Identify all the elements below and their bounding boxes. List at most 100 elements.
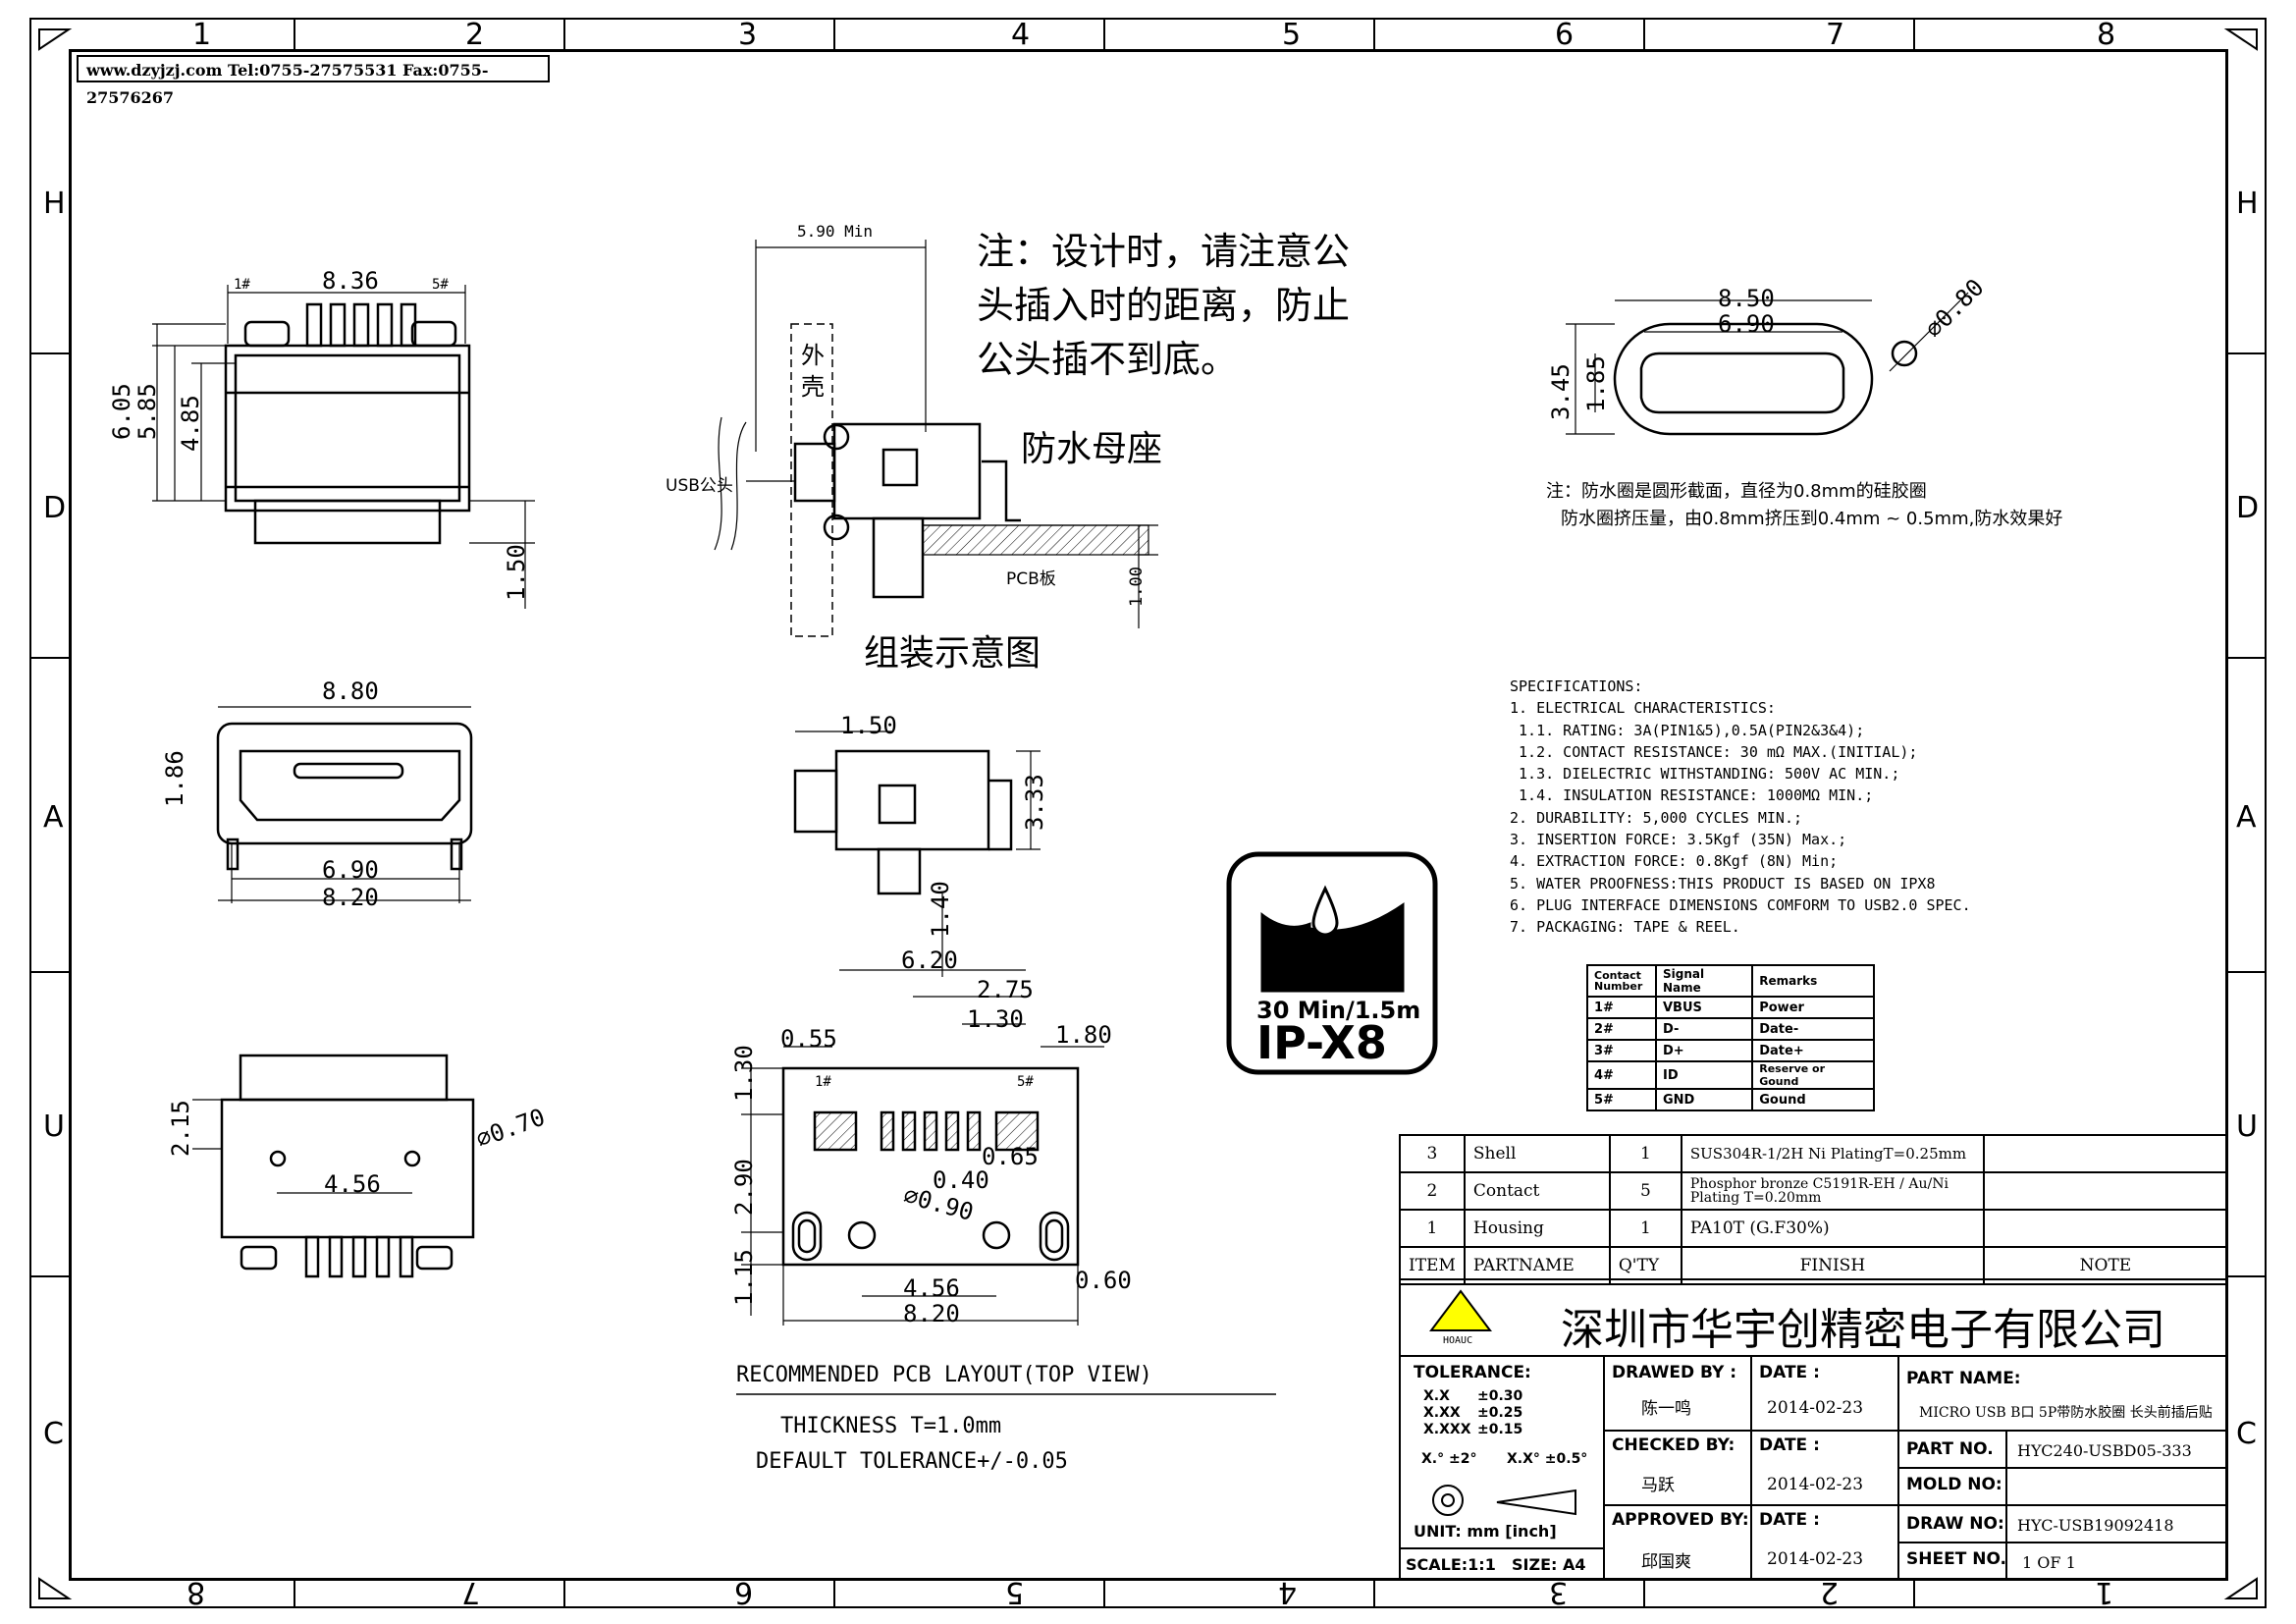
approved-by-value: 邱国爽 <box>1641 1552 1691 1572</box>
table-row: 3#D+Date+ <box>1586 1039 1875 1062</box>
pcb-pin5-label: 5# <box>1017 1074 1034 1090</box>
draw-no-label: DRAW NO: <box>1906 1514 2004 1534</box>
dim-height-5-85: 5.85 <box>133 383 161 440</box>
dim-height-1-50: 1.50 <box>503 544 530 601</box>
zone-label-bottom-4: 4 <box>1278 1575 1298 1609</box>
waterproof-socket-label: 防水母座 <box>1021 429 1163 469</box>
signal-cell: VBUS <box>1654 996 1754 1019</box>
corner-mark-tl <box>38 28 73 51</box>
signal-cell: 3# <box>1586 1039 1657 1062</box>
tolerance-column <box>1399 1357 1605 1581</box>
zone-label-top-2: 2 <box>465 18 485 52</box>
bom-cell: PA10T (G.F30%) <box>1680 1209 1985 1248</box>
divider <box>1899 1467 2228 1469</box>
bom-cell: Phosphor bronze C5191R-EH / Au/Ni Platin… <box>1680 1171 1985 1211</box>
dim-height-6-05: 6.05 <box>108 383 135 440</box>
spec-line: 1.2. CONTACT RESISTANCE: 30 mΩ MAX.(INIT… <box>1510 742 1918 761</box>
unit-label: UNIT: mm [inch] <box>1414 1522 1557 1541</box>
dim-side-1-40: 1.40 <box>927 881 954 938</box>
dim-5-90-min: 5.90 Min <box>797 222 874 241</box>
connector-front-view <box>152 285 535 609</box>
dim-pcb-0-65: 0.65 <box>982 1143 1039 1170</box>
dim-face-6-90: 6.90 <box>322 856 379 884</box>
zone-label-top-8: 8 <box>2097 18 2116 52</box>
dim-pcb-8-20: 8.20 <box>903 1300 960 1327</box>
tol-key: X.XX <box>1423 1405 1461 1421</box>
shell-label-1: 外 <box>801 342 825 369</box>
connector-bottom-view <box>192 1054 475 1278</box>
spec-line: 2. DURABILITY: 5,000 CYCLES MIN.; <box>1510 808 1803 827</box>
zone-label-top-1: 1 <box>192 18 212 52</box>
bom-cell: Contact <box>1463 1171 1611 1211</box>
pin1-label: 1# <box>234 277 250 293</box>
specifications-block: SPECIFICATIONS:1. ELECTRICAL CHARACTERIS… <box>1510 676 1971 939</box>
dim-side-1-50: 1.50 <box>840 712 897 739</box>
bom-cell: Housing <box>1463 1209 1611 1248</box>
mold-no-label: MOLD NO: <box>1906 1475 2002 1494</box>
zone-label-bottom-5: 5 <box>1005 1575 1025 1609</box>
signal-cell: Date+ <box>1751 1039 1875 1062</box>
usb-male-label: USB公头 <box>666 476 733 496</box>
company-logo <box>1421 1286 1500 1335</box>
bom-cell: 1 <box>1608 1134 1682 1173</box>
bom-cell <box>1982 1171 2229 1211</box>
zone-label-top-6: 6 <box>1555 18 1575 52</box>
sheet-no-label: SHEET NO. <box>1906 1549 2006 1569</box>
pcb-label: PCB板 <box>1006 569 1056 589</box>
drawn-by-label: DRAWED BY : <box>1612 1363 1737 1382</box>
spec-line: 1.3. DIELECTRIC WITHSTANDING: 500V AC MI… <box>1510 765 1900 784</box>
signal-col-remarks: Remarks <box>1751 964 1875 998</box>
dim-width-8-36: 8.36 <box>322 267 379 295</box>
bom-cell: 3 <box>1399 1134 1466 1173</box>
signal-cell: Power <box>1751 996 1875 1019</box>
zone-label-bottom-7: 7 <box>461 1575 481 1609</box>
bom-cell: 1 <box>1608 1209 1682 1248</box>
drawing-border-inner <box>69 49 2228 1581</box>
zone-label-left-h: H <box>43 187 66 221</box>
part-name-label: PART NAME: <box>1906 1369 2021 1388</box>
part-info-labels <box>1899 1430 2007 1581</box>
divider <box>1605 1504 2228 1506</box>
dim-pcb-0-60: 0.60 <box>1075 1267 1132 1294</box>
tol-key: X.XXX <box>1423 1422 1471 1437</box>
signature-column <box>1605 1357 1752 1581</box>
design-note-line2: 头插入时的距离，防止 <box>977 284 1351 327</box>
dim-side-3-33: 3.33 <box>1021 774 1048 831</box>
zone-label-left-d: D <box>43 491 67 525</box>
pcb-layout-title: RECOMMENDED PCB LAYOUT(TOP VIEW) <box>736 1363 1152 1387</box>
signal-cell: 2# <box>1586 1017 1657 1041</box>
drawn-by-value: 陈一鸣 <box>1641 1399 1691 1419</box>
logo-icon <box>1429 1289 1492 1331</box>
zone-label-top-7: 7 <box>1826 18 1845 52</box>
zone-label-left-c: C <box>43 1417 64 1451</box>
scale-label: SCALE:1:1 <box>1406 1555 1496 1574</box>
dim-height-4-85: 4.85 <box>177 395 204 452</box>
spec-line: 1.4. INSULATION RESISTANCE: 1000MΩ MIN.; <box>1510 786 1874 805</box>
tol-value: ±0.30 <box>1477 1388 1523 1404</box>
sheet-no-value: 1 OF 1 <box>2022 1553 2076 1572</box>
bom-cell <box>1982 1134 2229 1173</box>
shell-label-2: 壳 <box>801 373 825 401</box>
angle-tol-2: X.X° ±0.5° <box>1507 1451 1588 1467</box>
dim-pcb-1-00: 1.00 <box>1127 567 1147 607</box>
signal-table-header: Contact Number Signal Name Remarks <box>1586 964 1875 998</box>
signal-cell: ID <box>1654 1060 1754 1090</box>
pcb-layout <box>736 969 1276 1395</box>
zone-label-right-d: D <box>2236 491 2260 525</box>
corner-mark-br <box>2223 1577 2258 1599</box>
table-row: 2#D-Date- <box>1586 1017 1875 1041</box>
zone-label-top-4: 4 <box>1011 18 1031 52</box>
seal-note-line1: 注：防水圈是圆形截面，直径为0.8mm的硅胶圈 <box>1546 481 1927 502</box>
tol-key: X.X <box>1423 1388 1450 1404</box>
dim-seal-6-90: 6.90 <box>1718 310 1775 338</box>
signal-cell: D+ <box>1654 1039 1754 1062</box>
dim-pcb-v-1-15: 1.15 <box>730 1249 758 1306</box>
dim-pcb-0-55: 0.55 <box>780 1025 837 1053</box>
zone-label-top-3: 3 <box>738 18 758 52</box>
bom-cell: 1 <box>1399 1209 1466 1248</box>
